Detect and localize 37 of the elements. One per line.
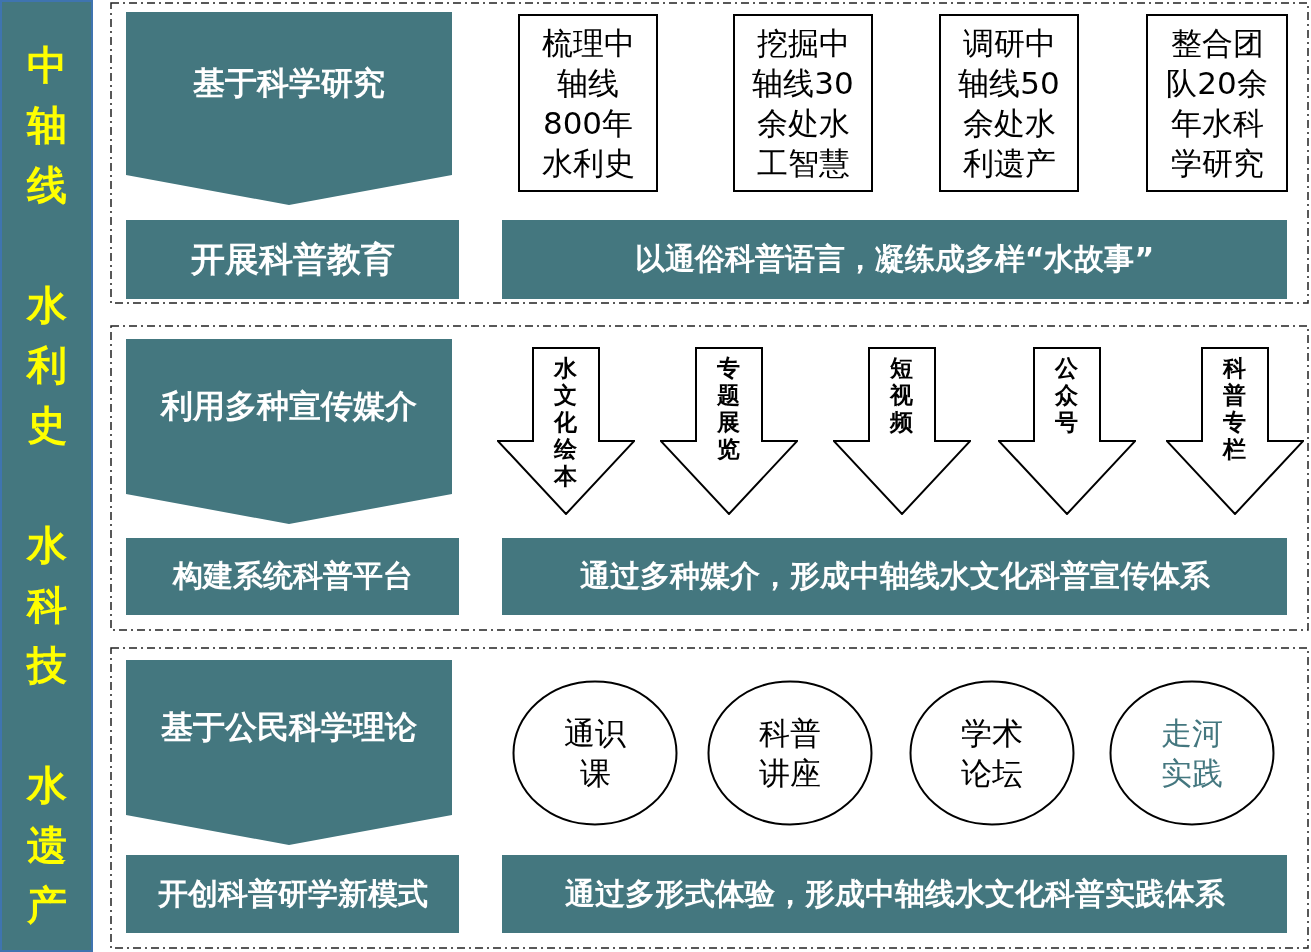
banner-heading: 基于公民科学理论 bbox=[161, 706, 417, 748]
summary-bar bbox=[502, 855, 1287, 933]
bar-text: 开创科普研学新模式 bbox=[157, 874, 428, 913]
info-box bbox=[939, 14, 1079, 192]
activity-label: 科普讲座 bbox=[758, 714, 822, 793]
bar-text: 通过多种媒介，形成中轴线水文化科普宣传体系 bbox=[579, 557, 1210, 595]
side-title: 水遗产 bbox=[25, 761, 68, 930]
bar-text: 通过多形式体验，形成中轴线水文化科普实践体系 bbox=[564, 874, 1225, 913]
side-title: 中轴线 bbox=[25, 41, 68, 210]
bar-text: 以通俗科普语言，凝练成多样“水故事” bbox=[634, 240, 1155, 278]
summary-bar bbox=[126, 855, 459, 933]
activity-label: 学术论坛 bbox=[960, 714, 1024, 793]
summary-bar bbox=[126, 220, 459, 299]
activity-label: 走河实践 bbox=[1160, 714, 1224, 793]
banner-heading: 基于科学研究 bbox=[193, 62, 385, 104]
media-label: 公众号 bbox=[1054, 355, 1080, 436]
box-text: 挖掘中轴线30余处水工智慧 bbox=[751, 24, 855, 183]
summary-bar bbox=[502, 538, 1287, 615]
media-label: 科普专栏 bbox=[1222, 355, 1248, 463]
info-box bbox=[518, 14, 658, 192]
box-text: 调研中轴线50余处水利遗产 bbox=[957, 24, 1061, 183]
info-box bbox=[1146, 14, 1288, 192]
activity-label: 通识课 bbox=[563, 714, 627, 793]
side-title: 水科技 bbox=[25, 521, 68, 690]
side-title: 水利史 bbox=[25, 281, 68, 450]
media-label: 短视频 bbox=[889, 355, 915, 436]
bar-text: 开展科普教育 bbox=[190, 237, 395, 281]
bar-text: 构建系统科普平台 bbox=[172, 557, 413, 595]
summary-bar bbox=[126, 538, 459, 615]
media-label: 水文化绘本 bbox=[553, 355, 579, 490]
box-text: 梳理中轴线800年水利史 bbox=[540, 24, 636, 183]
banner-heading: 利用多种宣传媒介 bbox=[161, 385, 417, 427]
info-box bbox=[733, 14, 873, 192]
side-banner bbox=[0, 0, 93, 952]
box-text: 整合团队20余年水科学研究 bbox=[1165, 24, 1269, 183]
summary-bar bbox=[502, 220, 1287, 299]
media-label: 专题展览 bbox=[716, 355, 742, 463]
